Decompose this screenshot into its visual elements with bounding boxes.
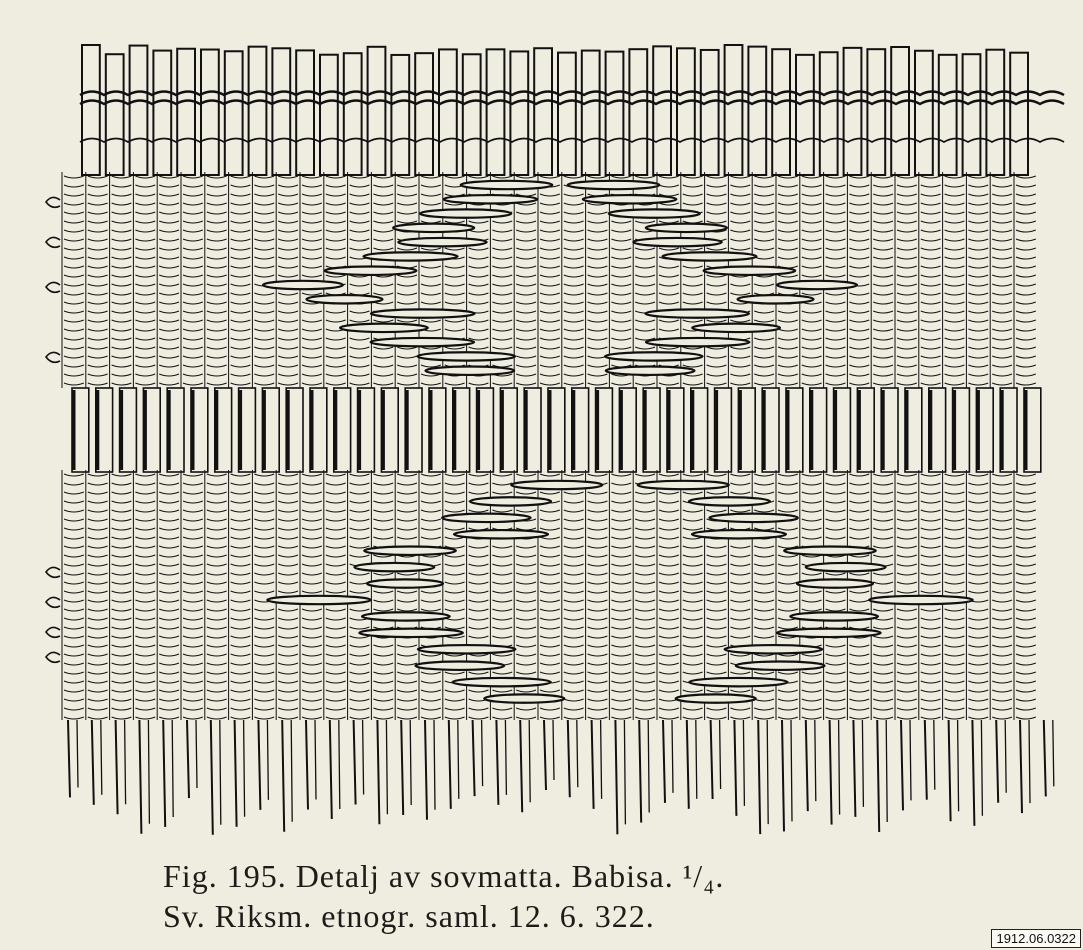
bottom-fringe bbox=[67, 719, 1055, 835]
top-twining-rows bbox=[79, 90, 1065, 144]
woven-mat-illustration bbox=[44, 44, 1065, 835]
middle-warp-strips bbox=[71, 387, 1042, 473]
woven-band-upper bbox=[61, 172, 1037, 388]
figure-caption-line-1: Fig. 195. Detalj av sovmatta. Babisa. ¹/… bbox=[163, 858, 725, 894]
diamond-float-pattern bbox=[261, 179, 974, 704]
woven-band-lower bbox=[61, 470, 1037, 720]
catalog-stamp: 1912.06.0322 bbox=[991, 929, 1081, 948]
figure-caption-line-2: Sv. Riksm. etnogr. saml. 12. 6. 322. bbox=[163, 898, 655, 934]
top-warp-strips bbox=[81, 44, 1030, 177]
left-edge-knots bbox=[44, 196, 61, 664]
